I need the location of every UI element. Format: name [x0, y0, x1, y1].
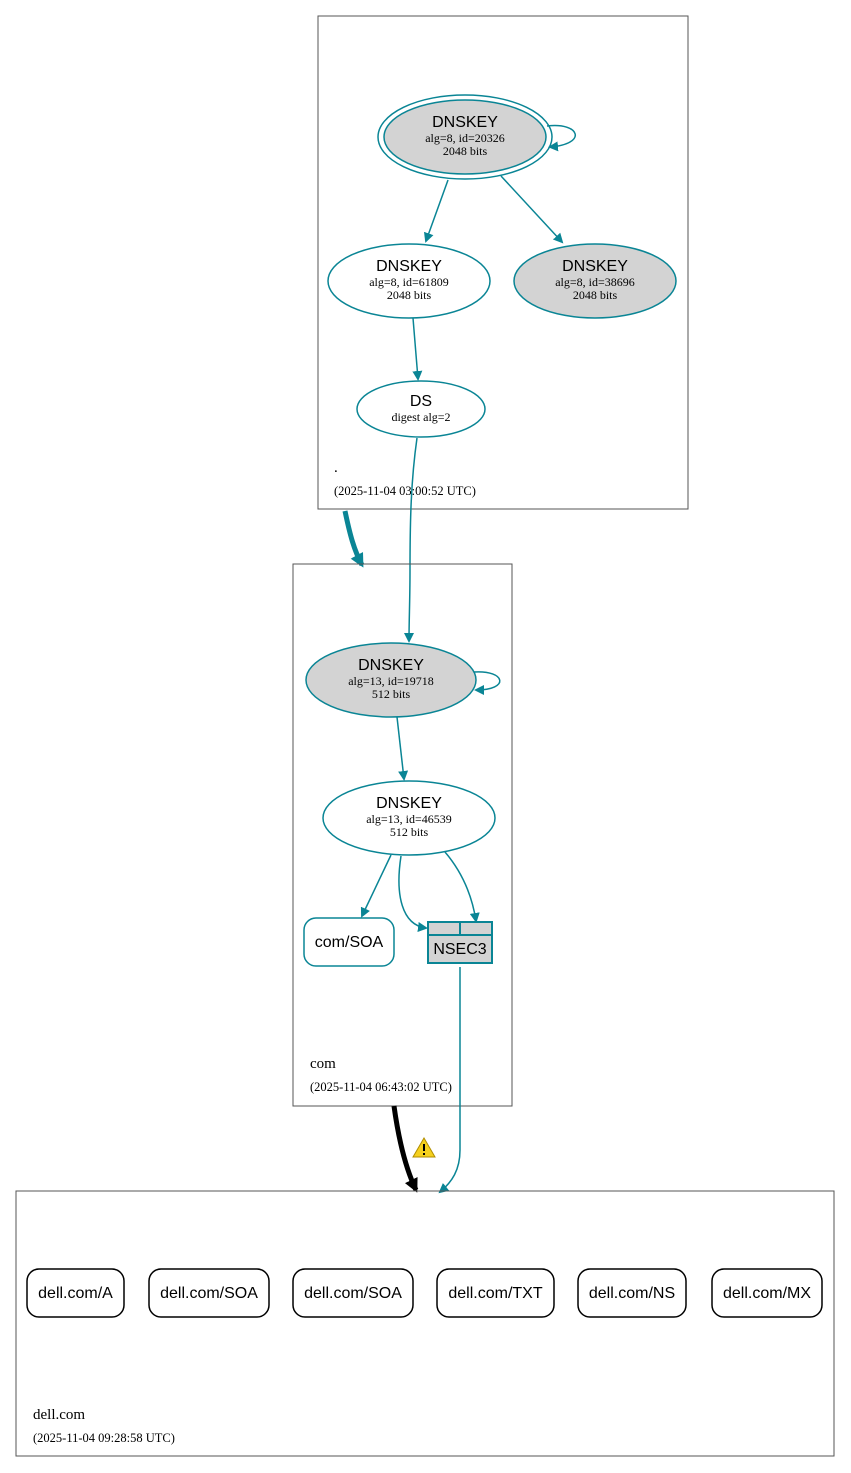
- com-ksk-alg: alg=13, id=19718: [348, 674, 434, 688]
- root-zsk-alg: alg=8, id=61809: [369, 275, 449, 289]
- com-ksk-title: DNSKEY: [358, 657, 424, 674]
- com-soa-node[interactable]: com/SOA: [303, 917, 395, 967]
- com-ksk-bits: 512 bits: [372, 687, 411, 701]
- com-ksk-self-edge: [473, 671, 501, 695]
- dell-record-txt[interactable]: dell.com/TXT: [436, 1268, 555, 1318]
- delegation-root-to-com: [342, 510, 365, 568]
- zone-dell-timestamp: (2025-11-04 09:28:58 UTC): [33, 1431, 175, 1445]
- dell-record-mx-label: dell.com/MX: [723, 1285, 811, 1302]
- root-key3-bits: 2048 bits: [573, 288, 618, 302]
- com-nsec3-node[interactable]: NSEC3: [427, 921, 493, 964]
- root-ds-node[interactable]: DS digest alg=2: [356, 380, 486, 438]
- com-ksk-node[interactable]: DNSKEY alg=13, id=19718 512 bits: [305, 642, 477, 718]
- root-ksk-alg: alg=8, id=20326: [425, 131, 505, 145]
- dell-record-soa-2-label: dell.com/SOA: [304, 1285, 402, 1302]
- root-ksk-bits: 2048 bits: [443, 144, 488, 158]
- edge-nsec3-to-dell: [438, 966, 461, 1194]
- warning-icon[interactable]: [412, 1137, 436, 1158]
- zone-dell: dell.com (2025-11-04 09:28:58 UTC) dell.…: [15, 1190, 835, 1457]
- root-ksk-node[interactable]: DNSKEY alg=8, id=20326 2048 bits: [377, 94, 553, 180]
- edge-root-zsk-to-ds: [412, 317, 423, 381]
- com-zsk-bits: 512 bits: [390, 825, 429, 839]
- root-ksk-title: DNSKEY: [432, 114, 498, 131]
- dell-record-a-label: dell.com/A: [38, 1285, 113, 1302]
- root-zsk-title: DNSKEY: [376, 258, 442, 275]
- dell-record-ns-label: dell.com/NS: [589, 1285, 675, 1302]
- root-ksk-self-edge: [546, 124, 576, 152]
- zone-root: . (2025-11-04 03:00:52 UTC) DNSKEY alg=8…: [317, 15, 689, 510]
- dell-record-soa-2[interactable]: dell.com/SOA: [292, 1268, 414, 1318]
- com-nsec3-label: NSEC3: [433, 941, 486, 958]
- zone-root-box: [317, 15, 689, 510]
- dell-record-soa-1-label: dell.com/SOA: [160, 1285, 258, 1302]
- root-zsk-node[interactable]: DNSKEY alg=8, id=61809 2048 bits: [327, 243, 491, 319]
- zone-com: com (2025-11-04 06:43:02 UTC) DNSKEY alg…: [292, 563, 513, 1107]
- root-key3-alg: alg=8, id=38696: [555, 275, 635, 289]
- edge-com-zsk-to-nsec3-a: [398, 855, 428, 932]
- delegation-com-to-dell: [391, 1105, 419, 1193]
- edge-com-ksk-to-zsk: [396, 716, 409, 781]
- dell-record-ns[interactable]: dell.com/NS: [577, 1268, 687, 1318]
- edge-ds-to-com-ksk: [404, 437, 418, 643]
- edge-com-zsk-to-nsec3-b: [444, 851, 480, 923]
- com-soa-label: com/SOA: [315, 934, 384, 951]
- root-zsk-bits: 2048 bits: [387, 288, 432, 302]
- root-ds-alg: digest alg=2: [391, 410, 450, 424]
- edge-root-ksk-to-zsk: [424, 179, 449, 243]
- dell-record-mx[interactable]: dell.com/MX: [711, 1268, 823, 1318]
- root-key3-title: DNSKEY: [562, 258, 628, 275]
- zone-root-timestamp: (2025-11-04 03:00:52 UTC): [334, 484, 476, 498]
- zone-root-name: .: [334, 460, 338, 476]
- dell-record-txt-label: dell.com/TXT: [448, 1285, 542, 1302]
- dell-record-a[interactable]: dell.com/A: [26, 1268, 125, 1318]
- zone-dell-box: [15, 1190, 835, 1457]
- com-zsk-title: DNSKEY: [376, 795, 442, 812]
- com-zsk-node[interactable]: DNSKEY alg=13, id=46539 512 bits: [322, 780, 496, 856]
- com-zsk-alg: alg=13, id=46539: [366, 812, 452, 826]
- zone-com-timestamp: (2025-11-04 06:43:02 UTC): [310, 1080, 452, 1094]
- zone-dell-name: dell.com: [33, 1407, 85, 1423]
- zone-com-name: com: [310, 1056, 336, 1072]
- edge-com-zsk-to-soa: [360, 854, 392, 918]
- root-key3-node[interactable]: DNSKEY alg=8, id=38696 2048 bits: [513, 243, 677, 319]
- dell-record-soa-1[interactable]: dell.com/SOA: [148, 1268, 270, 1318]
- zone-com-box: [292, 563, 513, 1107]
- edge-root-ksk-to-key3: [500, 175, 564, 244]
- root-ds-title: DS: [410, 393, 432, 410]
